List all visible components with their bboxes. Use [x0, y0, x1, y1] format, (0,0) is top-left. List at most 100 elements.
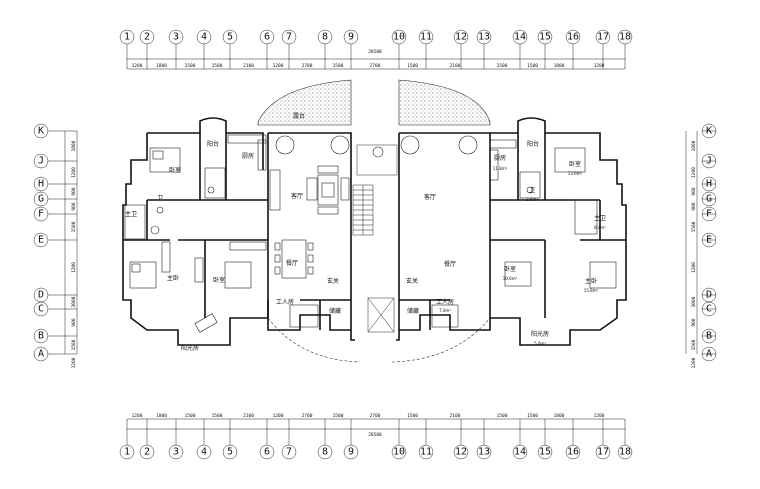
column-axis-label: 1	[124, 447, 130, 458]
dimension-label: 2100	[243, 63, 254, 69]
room-label: 阳光房	[531, 330, 549, 338]
dimension-label: 1500	[185, 413, 196, 419]
row-axis-marker: D	[701, 287, 717, 303]
column-axis-label: 11	[420, 447, 432, 458]
dimension-label: 1200	[71, 262, 77, 273]
column-axis-label: 11	[420, 32, 432, 43]
column-axis-label: 4	[201, 32, 207, 43]
dimension-label: 1500	[185, 63, 196, 69]
dimension-label: 1200	[71, 357, 77, 368]
room-label: 主卧	[167, 274, 179, 282]
column-axis-label: 18	[619, 447, 631, 458]
left-unit-walls	[122, 117, 355, 346]
row-axis-marker: C	[701, 301, 717, 317]
area-label: 13.6m²	[568, 171, 583, 176]
column-axis-label: 5	[227, 447, 233, 458]
column-axis-marker: 1	[119, 419, 135, 460]
area-label: 5.0m²	[534, 341, 546, 346]
column-axis-label: 8	[322, 447, 328, 458]
dimension-label: 1500	[497, 63, 508, 69]
dimension-label: 1500	[691, 221, 697, 232]
dimension-label: 1500	[333, 63, 344, 69]
row-axis-marker: K	[33, 123, 77, 139]
column-axis-label: 16	[567, 32, 579, 43]
column-axis-marker: 7	[281, 29, 297, 69]
row-axis-label: D	[38, 290, 44, 301]
column-axis-label: 17	[597, 32, 609, 43]
dimension-label: 1500	[71, 339, 77, 350]
room-label: 玄关	[327, 277, 339, 285]
column-axis-marker: 10	[391, 419, 407, 460]
column-axis-label: 5	[227, 32, 233, 43]
column-axis-marker: 8	[317, 419, 333, 460]
left-terrace	[257, 79, 352, 126]
column-axis-marker: 12	[453, 29, 469, 69]
column-axis-marker: 12	[453, 419, 469, 460]
dimension-label: 2700	[370, 413, 381, 419]
row-axis-marker: G	[33, 191, 77, 207]
row-axis-marker: F	[33, 206, 77, 222]
row-axis-label: K	[38, 126, 44, 137]
column-axis-marker: 14	[512, 419, 528, 460]
row-axis-marker: E	[701, 232, 717, 248]
dimension-label: 1500	[212, 413, 223, 419]
room-label: 卧室	[569, 160, 581, 168]
row-axis-label: A	[706, 349, 712, 360]
column-axis-label: 2	[144, 447, 150, 458]
dimension-label: 2100	[450, 63, 461, 69]
dimension-label: 1800	[71, 140, 77, 151]
column-axis-marker: 9	[343, 419, 359, 460]
column-axis-label: 14	[514, 32, 526, 43]
dimension-label: 1500	[497, 413, 508, 419]
dimension-label: 1200	[691, 167, 697, 178]
dimension-label: 1200	[132, 413, 143, 419]
row-axis-marker: J	[701, 153, 717, 169]
column-axis-marker: 18	[617, 419, 633, 460]
room-label: 储藏	[407, 307, 419, 315]
column-axis-marker: 13	[476, 29, 492, 69]
room-label: 餐厅	[444, 260, 456, 268]
row-axis-label: K	[706, 126, 712, 137]
row-axis-label: C	[706, 304, 712, 315]
dimension-label: 1500	[407, 413, 418, 419]
row-axis-marker: C	[33, 301, 77, 317]
dimension-label: 3000	[71, 296, 77, 307]
room-label: 储藏	[329, 307, 341, 315]
column-axis-marker: 3	[168, 29, 184, 69]
column-axis-label: 7	[286, 32, 292, 43]
row-axis-marker: A	[33, 346, 77, 362]
column-axis-label: 13	[478, 447, 490, 458]
left-furniture	[124, 134, 350, 333]
column-axis-label: 10	[393, 447, 405, 458]
area-label: 10.6m²	[503, 276, 518, 281]
room-label: 厨房	[494, 154, 506, 162]
dimension-label: 1200	[594, 63, 605, 69]
room-label: 客厅	[291, 192, 303, 200]
column-axis-label: 18	[619, 32, 631, 43]
dimension-text-group: 1200 1800 1500 1500 2100 1200 2700 1500 2700 1500…	[71, 63, 697, 419]
column-axis-label: 6	[264, 32, 270, 43]
row-axis-label: G	[706, 194, 712, 205]
column-axis-label: 12	[455, 32, 467, 43]
column-axis-label: 10	[393, 32, 405, 43]
column-axis-marker: 17	[595, 419, 611, 460]
row-axis-label: B	[706, 331, 712, 342]
column-axis-label: 13	[478, 32, 490, 43]
room-label: 阳台	[207, 140, 219, 148]
right-furniture	[372, 135, 617, 328]
room-label: 阳光房	[181, 344, 199, 352]
row-axis-label: G	[38, 194, 44, 205]
row-axis-marker: F	[701, 206, 717, 222]
dimension-label: 1500	[527, 63, 538, 69]
column-axis-marker: 15	[537, 29, 553, 69]
column-axis-marker: 9	[343, 29, 359, 69]
dimension-label: 3000	[691, 296, 697, 307]
dimension-label: 1200	[273, 413, 284, 419]
column-axis-label: 12	[455, 447, 467, 458]
dimension-label: 2700	[302, 413, 313, 419]
room-label: 卧室	[169, 166, 181, 174]
dimension-label: 1500	[333, 413, 344, 419]
column-axis-label: 16	[567, 447, 579, 458]
column-axis-marker: 6	[259, 419, 275, 460]
